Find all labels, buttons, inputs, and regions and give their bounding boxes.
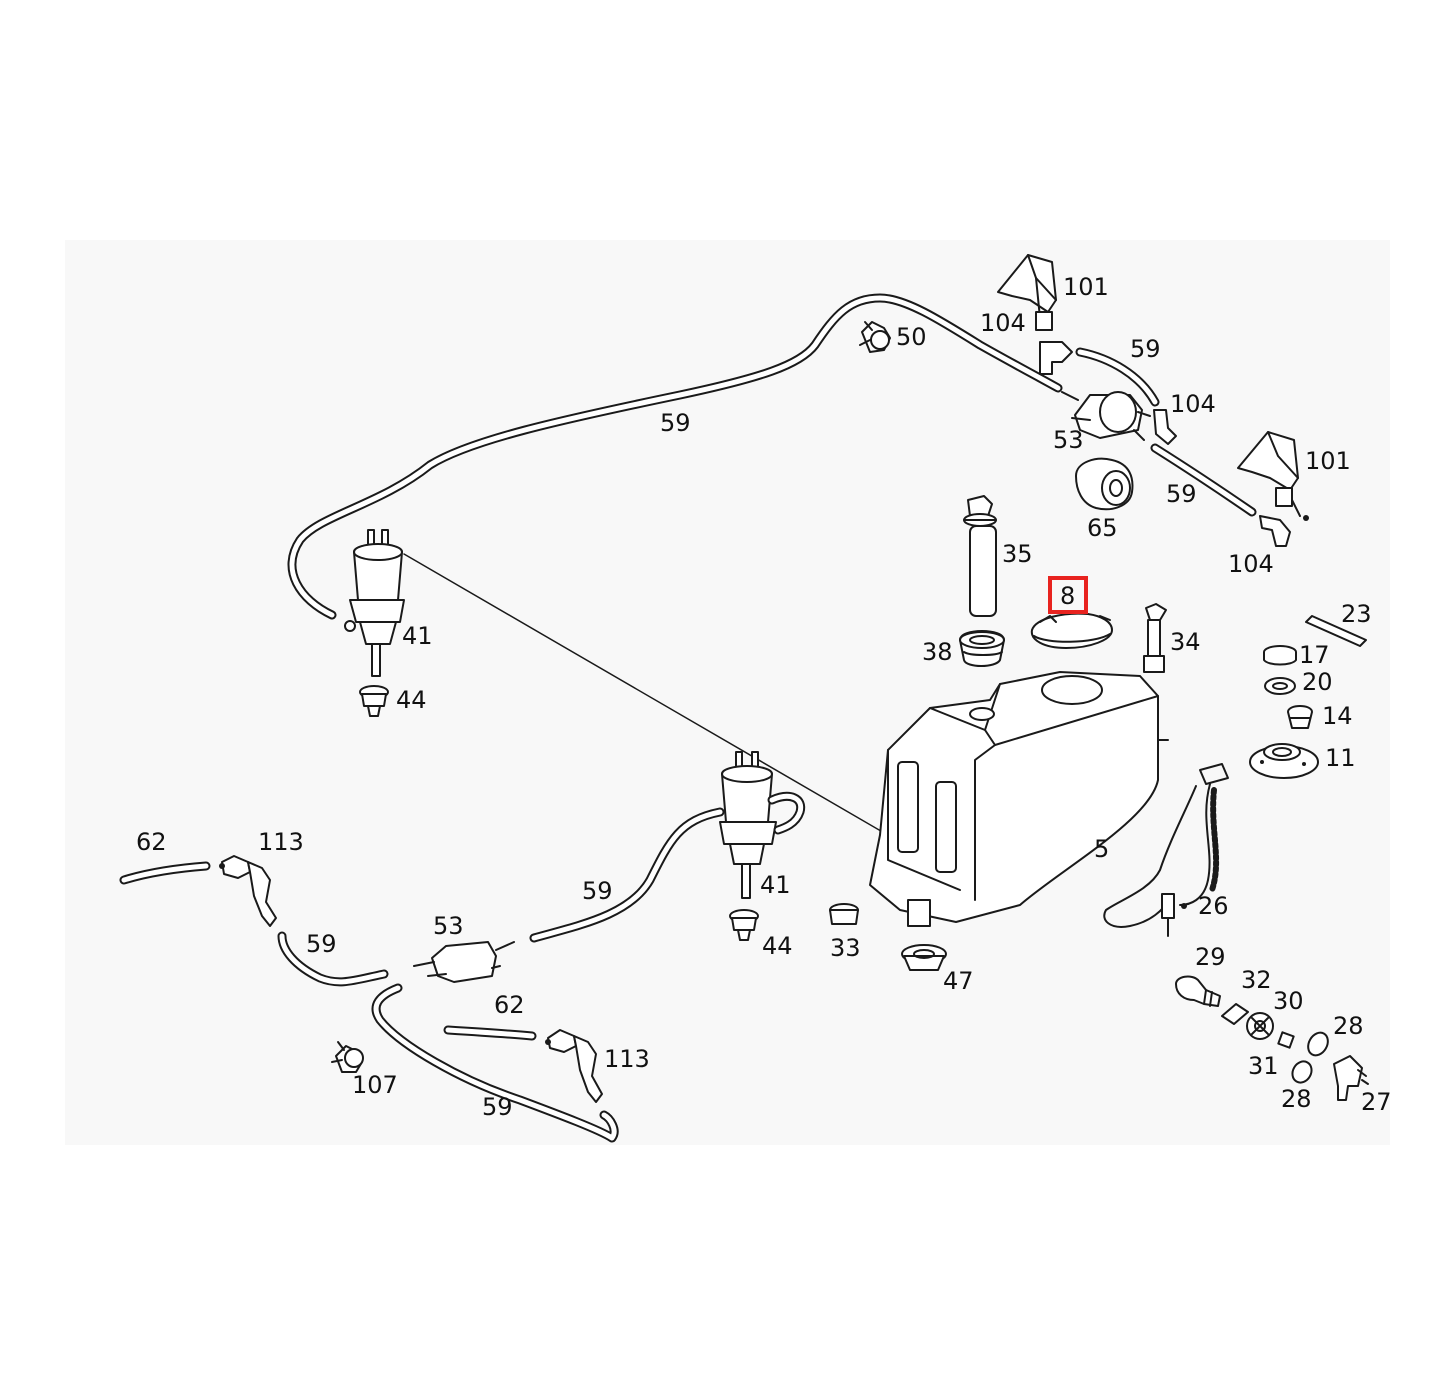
callout-62[interactable]: 62 [136, 828, 167, 856]
level-sensor-35 [963, 495, 997, 617]
callout-31[interactable]: 31 [1248, 1052, 1279, 1080]
nozzle-113-left [219, 855, 277, 927]
callout-8[interactable]: 8 [1060, 582, 1075, 610]
callout-26[interactable]: 26 [1198, 892, 1229, 920]
hose-59-lower-left [277, 931, 389, 987]
grommet-38 [959, 630, 1005, 667]
nozzle-113-lower [545, 1029, 603, 1103]
callout-59[interactable]: 59 [1130, 335, 1161, 363]
callout-11[interactable]: 11 [1325, 744, 1356, 772]
callout-33[interactable]: 33 [830, 934, 861, 962]
callout-labels: 101 104 50 59 104 59 53 101 59 65 104 35… [136, 273, 1392, 1121]
callout-65[interactable]: 65 [1087, 514, 1118, 542]
grommet-14 [1287, 705, 1313, 729]
grommet-44-lower [729, 909, 759, 941]
callout-38[interactable]: 38 [922, 638, 953, 666]
distributor-53-upper [1061, 391, 1151, 441]
grommet-44-upper [359, 685, 389, 717]
nozzle-101-upper [997, 254, 1057, 331]
callout-32[interactable]: 32 [1241, 966, 1272, 994]
callout-101[interactable]: 101 [1063, 273, 1109, 301]
pump-41-upper [344, 529, 405, 677]
cap-8 [1030, 612, 1113, 649]
highlight-box-8 [1048, 576, 1088, 614]
callout-34[interactable]: 34 [1170, 628, 1201, 656]
washer-20 [1264, 677, 1296, 695]
grommet-47 [901, 944, 947, 971]
callout-14[interactable]: 14 [1322, 702, 1353, 730]
callout-30[interactable]: 30 [1273, 987, 1304, 1015]
hose-62-lower [443, 1025, 537, 1041]
elbow-104-upper [1039, 341, 1073, 375]
callout-50[interactable]: 50 [896, 323, 927, 351]
callout-113[interactable]: 113 [258, 828, 304, 856]
callout-29[interactable]: 29 [1195, 943, 1226, 971]
callout-53[interactable]: 53 [1053, 426, 1084, 454]
check-valve-107 [331, 1041, 364, 1073]
callout-5[interactable]: 5 [1094, 835, 1109, 863]
bolt-34 [1143, 603, 1167, 673]
cap-17 [1263, 645, 1297, 666]
callout-59[interactable]: 59 [660, 409, 691, 437]
callout-44[interactable]: 44 [396, 686, 427, 714]
callout-59[interactable]: 59 [582, 877, 613, 905]
callout-104[interactable]: 104 [1228, 550, 1274, 578]
pump-41-lower [719, 751, 806, 899]
hose-59-upper-right [1075, 347, 1257, 517]
strap-23 [1305, 615, 1367, 647]
callout-27[interactable]: 27 [1361, 1088, 1392, 1116]
callout-44[interactable]: 44 [762, 932, 793, 960]
reservoir-tank-5 [869, 671, 1169, 927]
diagram-panel [65, 240, 1390, 1145]
callout-104[interactable]: 104 [1170, 390, 1216, 418]
elbow-104-lower [1259, 515, 1291, 547]
callout-113[interactable]: 113 [604, 1045, 650, 1073]
hose-59-middle [529, 807, 725, 943]
wiring-line [403, 553, 949, 871]
hose-59-top [287, 293, 1063, 620]
hose-62-left [119, 861, 211, 885]
callout-59[interactable]: 59 [306, 930, 337, 958]
hose-59-bottom [371, 983, 619, 1143]
callout-17[interactable]: 17 [1299, 641, 1330, 669]
callout-104[interactable]: 104 [980, 309, 1026, 337]
callout-20[interactable]: 20 [1302, 668, 1333, 696]
callout-47[interactable]: 47 [943, 967, 974, 995]
callout-59[interactable]: 59 [1166, 480, 1197, 508]
elbow-104-middle [1153, 409, 1177, 445]
check-valve-50 [859, 321, 891, 353]
callout-23[interactable]: 23 [1341, 600, 1372, 628]
distributor-53-lower [413, 941, 515, 983]
grommet-33 [829, 903, 859, 925]
harness-26 [1103, 763, 1229, 937]
callout-107[interactable]: 107 [352, 1071, 398, 1099]
nozzle-101-lower [1237, 431, 1309, 521]
flange-11 [1249, 743, 1319, 779]
callout-28[interactable]: 28 [1333, 1012, 1364, 1040]
callout-53[interactable]: 53 [433, 912, 464, 940]
callout-59[interactable]: 59 [482, 1093, 513, 1121]
callout-62[interactable]: 62 [494, 991, 525, 1019]
bushing-65 [1075, 457, 1134, 511]
pump-parts-27-32 [1175, 975, 1369, 1101]
callout-28[interactable]: 28 [1281, 1085, 1312, 1113]
callout-101[interactable]: 101 [1305, 447, 1351, 475]
callout-41[interactable]: 41 [402, 622, 433, 650]
callout-41[interactable]: 41 [760, 871, 791, 899]
callout-35[interactable]: 35 [1002, 540, 1033, 568]
